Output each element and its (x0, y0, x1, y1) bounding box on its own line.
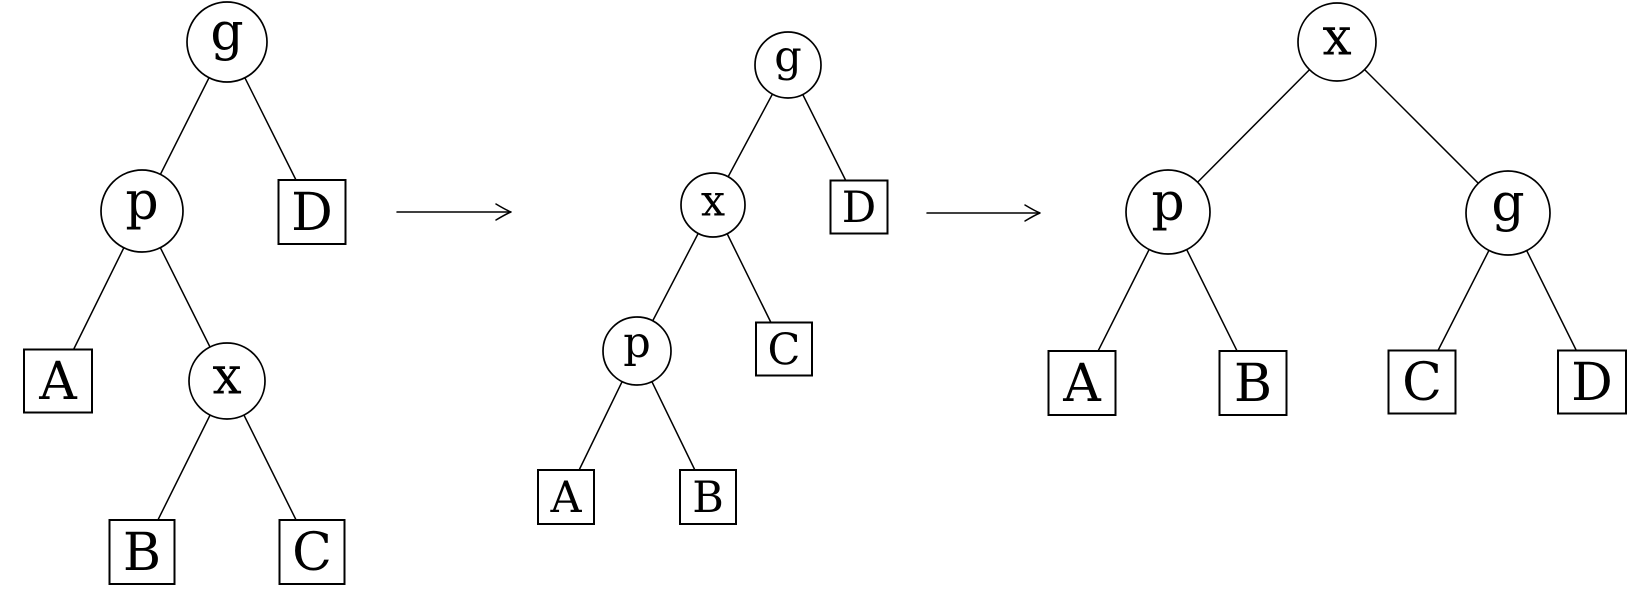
node-label: p (1151, 172, 1184, 232)
circle-node-shape (100, 169, 184, 253)
tree-node-D-subtree: D (829, 179, 889, 235)
tree-node-g-internal: g (1465, 170, 1551, 256)
node-label: g (774, 32, 802, 82)
tree-node-A-subtree: A (23, 348, 93, 414)
tree-node-g-internal: g (186, 1, 268, 83)
tree-node-x-internal: x (1297, 2, 1377, 82)
tree-intermediate: g x Dp C A B (537, 31, 889, 525)
node-label: A (549, 473, 582, 523)
circle-node-shape (1465, 170, 1551, 256)
tree-node-C-subtree: C (1387, 349, 1457, 415)
node-label: x (701, 176, 725, 226)
square-node-shape (1387, 349, 1457, 415)
tree-node-x-internal: x (680, 172, 746, 238)
arrow-step-2 (926, 204, 1041, 222)
circle-node-shape (188, 342, 266, 420)
tree-after-rotation: x p gA B C D (1047, 2, 1627, 416)
tree-node-A-subtree: A (1047, 350, 1117, 416)
node-label: B (123, 523, 161, 583)
node-label: B (1234, 354, 1272, 414)
square-node-shape (1218, 350, 1288, 416)
tree-node-B-subtree: B (679, 469, 737, 525)
node-label: A (1062, 354, 1102, 414)
tree-node-p-internal: p (602, 316, 672, 386)
circle-node-shape (680, 172, 746, 238)
node-label: B (692, 473, 724, 523)
circle-node-shape (754, 31, 822, 99)
tree-node-B-subtree: B (1218, 350, 1288, 416)
node-label: p (125, 171, 158, 231)
tree-node-C-subtree: C (278, 519, 346, 585)
node-label: g (1491, 173, 1524, 233)
node-label: g (210, 2, 243, 62)
square-node-shape (829, 179, 889, 235)
tree-node-x-internal: x (188, 342, 266, 420)
square-node-shape (277, 179, 347, 245)
node-label: p (623, 318, 651, 368)
tree-node-g-internal: g (754, 31, 822, 99)
square-node-shape (108, 519, 176, 585)
node-label: D (1571, 353, 1613, 413)
node-label: C (768, 325, 801, 375)
arrow-head-icon (495, 203, 512, 221)
tree-node-D-subtree: D (277, 179, 347, 245)
tree-node-C-subtree: C (755, 321, 813, 377)
circle-node-shape (602, 316, 672, 386)
square-node-shape (1047, 350, 1117, 416)
tree-node-D-subtree: D (1557, 349, 1627, 415)
node-label: x (1322, 7, 1351, 67)
circle-node-shape (186, 1, 268, 83)
square-node-shape (1557, 349, 1627, 415)
tree-node-p-internal: p (1125, 169, 1211, 255)
arrow-head-icon (1024, 204, 1041, 222)
arrow-step-1 (396, 203, 512, 221)
circle-node-shape (1125, 169, 1211, 255)
square-node-shape (755, 321, 813, 377)
node-label: A (38, 352, 78, 412)
tree-node-p-internal: p (100, 169, 184, 253)
tree-node-A-subtree: A (537, 469, 595, 525)
square-node-shape (23, 348, 93, 414)
node-label: C (292, 523, 332, 583)
node-label: C (1402, 353, 1442, 413)
square-node-shape (278, 519, 346, 585)
node-label: x (212, 346, 241, 406)
node-label: D (842, 183, 876, 233)
square-node-shape (679, 469, 737, 525)
square-node-shape (537, 469, 595, 525)
circle-node-shape (1297, 2, 1377, 82)
node-label: D (291, 183, 333, 243)
tree-node-B-subtree: B (108, 519, 176, 585)
